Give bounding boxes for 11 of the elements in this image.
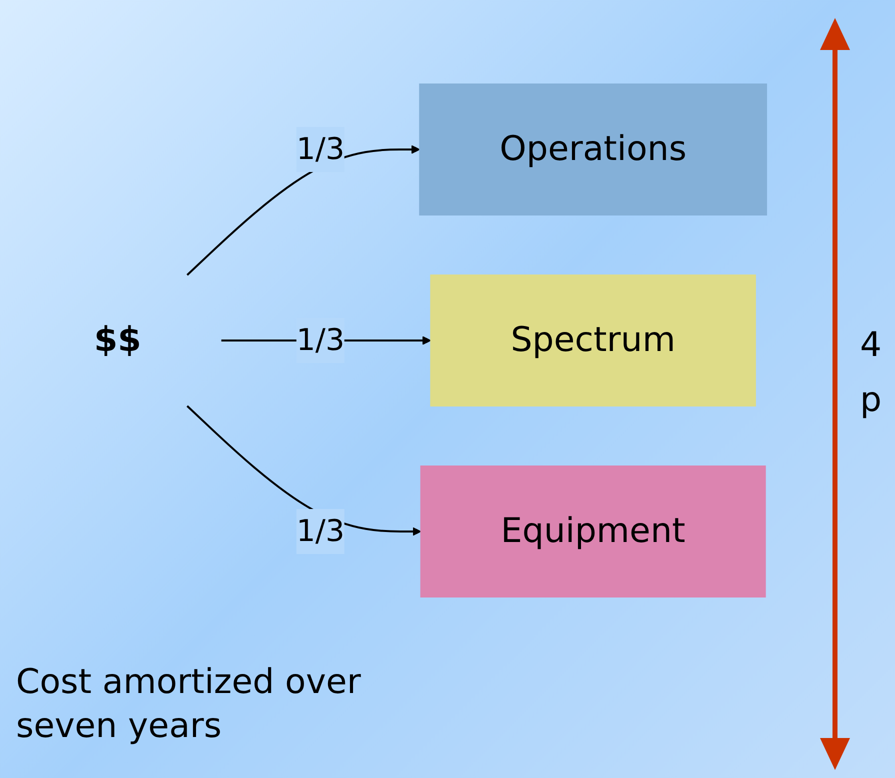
edge-label: 1/3 [296,322,344,358]
edge-label: 1/3 [296,514,344,548]
edge-label: 1/3 [296,132,344,166]
cut-off-text: p [860,380,882,420]
cut-off-text: 4 [860,325,882,365]
note-text: Cost amortized over seven years [16,661,362,748]
node-text: $$ [94,320,142,360]
arrow [186,404,421,536]
node-box: Spectrum [430,274,756,406]
node-box: Operations [418,83,767,215]
node-box: Equipment [420,465,766,597]
